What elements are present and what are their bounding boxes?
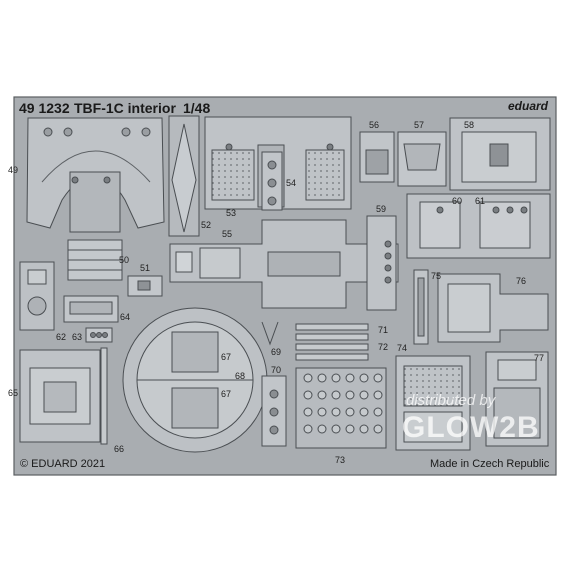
label-75: 75 <box>431 271 441 281</box>
label-60: 60 <box>452 196 462 206</box>
part-73-buckles <box>295 367 387 449</box>
part-number-labels: 49 50 51 52 53 54 55 56 57 58 59 60 61 6… <box>8 120 544 465</box>
label-73: 73 <box>335 455 345 465</box>
label-53: 53 <box>226 208 236 218</box>
product-scale: 1/48 <box>183 100 210 116</box>
part-52 <box>168 115 200 237</box>
part-71-72-straps <box>295 323 369 361</box>
label-58: 58 <box>464 120 474 130</box>
part-77 <box>485 351 549 447</box>
label-54: 54 <box>286 178 296 188</box>
label-68: 68 <box>235 371 245 381</box>
product-name: TBF-1C interior <box>74 100 176 116</box>
part-49-instrument-panel <box>26 117 165 281</box>
part-51 <box>127 275 163 297</box>
label-59: 59 <box>376 204 386 214</box>
label-70: 70 <box>271 365 281 375</box>
part-60-61 <box>406 193 551 259</box>
part-76 <box>437 273 549 343</box>
label-76: 76 <box>516 276 526 286</box>
part-56 <box>359 131 395 183</box>
brand-logo: eduard <box>508 99 549 113</box>
part-70 <box>261 375 287 447</box>
label-50: 50 <box>119 255 129 265</box>
origin-text: Made in Czech Republic <box>430 458 550 470</box>
label-65: 65 <box>8 388 18 398</box>
label-52: 52 <box>201 220 211 230</box>
label-63: 63 <box>72 332 82 342</box>
watermark-glow2b: GLOW2B <box>402 411 540 444</box>
part-65-seat <box>19 349 101 443</box>
part-74 <box>395 355 471 451</box>
label-64: 64 <box>120 312 130 322</box>
part-63 <box>85 327 113 343</box>
label-66: 66 <box>114 444 124 454</box>
label-74: 74 <box>397 343 407 353</box>
product-code: 49 1232 <box>19 100 70 116</box>
part-75 <box>413 269 429 345</box>
part-66-rod <box>100 347 108 445</box>
label-55: 55 <box>222 229 232 239</box>
label-51: 51 <box>140 263 150 273</box>
label-77: 77 <box>534 353 544 363</box>
label-67-lower: 67 <box>221 389 231 399</box>
watermark-distributed-by: distributed by <box>406 392 497 409</box>
part-67-68-round-hatch <box>122 307 268 453</box>
label-61: 61 <box>475 196 485 206</box>
label-49: 49 <box>8 165 18 175</box>
label-69: 69 <box>271 347 281 357</box>
label-72: 72 <box>378 342 388 352</box>
copyright-text: © EDUARD 2021 <box>20 458 105 470</box>
part-69 <box>261 321 279 346</box>
part-64 <box>63 295 119 323</box>
part-62 <box>19 261 55 331</box>
label-57: 57 <box>414 120 424 130</box>
part-55-seat-base <box>169 219 399 309</box>
label-67-upper: 67 <box>221 352 231 362</box>
part-58 <box>449 117 551 191</box>
part-57 <box>397 131 447 187</box>
label-56: 56 <box>369 120 379 130</box>
distributor-watermark: distributed by GLOW2B <box>402 392 540 444</box>
part-54 <box>261 151 283 211</box>
label-62: 62 <box>56 332 66 342</box>
label-71: 71 <box>378 325 388 335</box>
part-59 <box>366 215 397 311</box>
